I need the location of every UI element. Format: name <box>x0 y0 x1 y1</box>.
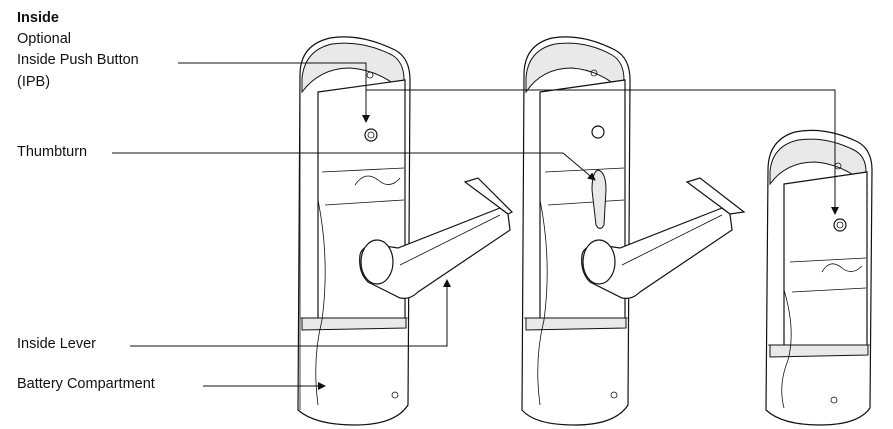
thumbturn-leader <box>112 152 596 181</box>
inside-push-button-label: Inside Push Button <box>17 52 139 68</box>
lock-right <box>765 129 873 426</box>
ipb-connector <box>366 89 839 215</box>
lock-middle <box>521 36 746 426</box>
inside-lever-label: Inside Lever <box>17 336 96 352</box>
ipb-label: (IPB) <box>17 74 51 90</box>
lock-left <box>297 36 514 426</box>
battery-compartment-label: Battery Compartment <box>17 376 155 392</box>
ipb-leader <box>178 62 370 123</box>
optional-label: Optional <box>17 31 72 47</box>
inside-lever-leader <box>130 279 451 347</box>
inside-title: Inside <box>17 10 59 26</box>
thumbturn-label: Thumbturn <box>17 144 88 160</box>
